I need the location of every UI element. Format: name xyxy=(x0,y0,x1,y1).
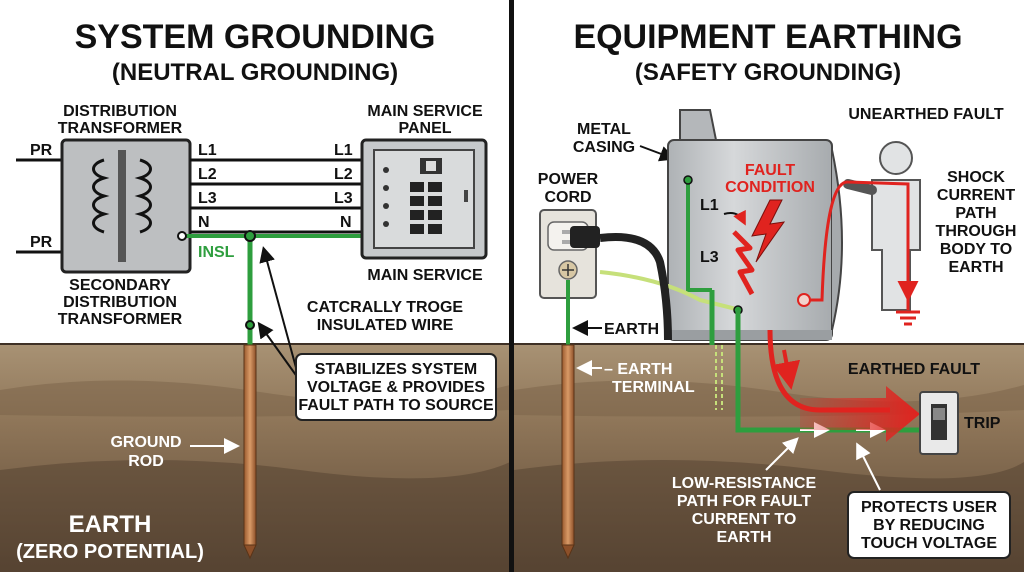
earth-label: EARTH xyxy=(69,511,152,538)
l1-label: L1 xyxy=(700,197,719,214)
line-label-left-l3: L3 xyxy=(198,190,217,207)
transformer-label-2: TRANSFORMER xyxy=(58,120,183,137)
ground-rod-label-1: GROUND xyxy=(110,434,181,451)
secondary-label-3: TRANSFORMER xyxy=(58,311,183,328)
metal-casing-label-2: CASING xyxy=(573,139,635,156)
earth-terminal-label-1: – EARTH xyxy=(604,361,672,378)
left-title: SYSTEM GROUNDING xyxy=(75,18,436,56)
power-cord-label-1: POWER xyxy=(538,171,599,188)
earthed-fault-label: EARTHED FAULT xyxy=(848,361,980,378)
circuit-breaker xyxy=(919,391,959,455)
pr-bottom-label: PR xyxy=(30,234,53,251)
insl-label: INSL xyxy=(198,244,235,261)
svg-text:BY REDUCING: BY REDUCING xyxy=(873,517,985,534)
protects-user-callout: PROTECTS USER BY REDUCING TOUCH VOLTAGE xyxy=(847,491,1011,559)
panel-divider xyxy=(509,0,514,572)
line-label-right-l3: L3 xyxy=(334,190,353,207)
line-label-right-l1: L1 xyxy=(334,142,353,159)
trip-label: TRIP xyxy=(964,415,1001,432)
line-label-left-l2: L2 xyxy=(198,166,217,183)
shock-label-1: SHOCK xyxy=(947,169,1005,186)
line-label-right-l2: L2 xyxy=(334,166,353,183)
l3-label: L3 xyxy=(700,249,719,266)
main-service-label: MAIN SERVICE xyxy=(367,267,483,284)
ground-rod xyxy=(243,344,257,560)
svg-text:PROTECTS USER: PROTECTS USER xyxy=(861,499,997,516)
transformer-label-1: DISTRIBUTION xyxy=(63,103,177,120)
lightning-icon xyxy=(751,199,786,263)
secondary-label-2: DISTRIBUTION xyxy=(63,294,177,311)
distribution-transformer xyxy=(60,138,192,274)
wire-label-2: INSULATED WIRE xyxy=(317,317,454,334)
panel-label-1: MAIN SERVICE xyxy=(367,103,483,120)
pr-top-label: PR xyxy=(30,142,53,159)
shock-label-5: BODY TO xyxy=(940,241,1012,258)
metal-casing-label-1: METAL xyxy=(577,121,631,138)
fault-condition-label-2: CONDITION xyxy=(725,179,815,196)
ground-symbol-icon xyxy=(896,298,920,326)
svg-text:FAULT PATH TO SOURCE: FAULT PATH TO SOURCE xyxy=(298,397,494,414)
low-res-label-3: CURRENT TO xyxy=(692,511,797,528)
left-subtitle: (NEUTRAL GROUNDING) xyxy=(112,59,398,86)
main-service-panel xyxy=(360,138,488,260)
ground-rod-label-2: ROD xyxy=(128,453,164,470)
low-res-label-2: PATH FOR FAULT xyxy=(677,493,811,510)
zero-potential-label: (ZERO POTENTIAL) xyxy=(16,541,204,563)
panel-label-2: PANEL xyxy=(398,120,451,137)
stabilizes-callout: STABILIZES SYSTEM VOLTAGE & PROVIDES FAU… xyxy=(295,353,497,421)
earth-terminal-rod xyxy=(561,344,575,560)
svg-text:VOLTAGE & PROVIDES: VOLTAGE & PROVIDES xyxy=(307,379,485,396)
power-cord xyxy=(599,233,672,341)
plug-icon xyxy=(562,226,600,248)
right-subtitle: (SAFETY GROUNDING) xyxy=(635,59,901,86)
unearthed-fault-label: UNEARTHED FAULT xyxy=(848,106,1003,123)
shock-current-path xyxy=(806,180,919,302)
appliance-metal-casing xyxy=(667,109,843,341)
shock-label-3: PATH xyxy=(955,205,996,222)
shock-label-4: THROUGH xyxy=(936,223,1017,240)
right-title: EQUIPMENT EARTHING xyxy=(573,18,962,56)
svg-text:TOUCH VOLTAGE: TOUCH VOLTAGE xyxy=(861,535,997,552)
fault-current-arrow xyxy=(800,386,920,442)
earth-terminal-label-2: TERMINAL xyxy=(612,379,695,396)
secondary-label-1: SECONDARY xyxy=(69,277,171,294)
wire-label-1: CATCRALLY TROGE xyxy=(307,299,463,316)
earth-wire-label: EARTH xyxy=(604,321,659,338)
fault-condition-label-1: FAULT xyxy=(745,162,796,179)
shock-label-2: CURRENT xyxy=(937,187,1015,204)
shock-label-6: EARTH xyxy=(948,259,1003,276)
svg-text:STABILIZES SYSTEM: STABILIZES SYSTEM xyxy=(315,361,477,378)
fault-spark-icon xyxy=(732,230,755,296)
line-label-right-n: N xyxy=(340,214,352,231)
low-res-label-4: EARTH xyxy=(716,529,771,546)
line-label-left-l1: L1 xyxy=(198,142,217,159)
line-label-left-n: N xyxy=(198,214,210,231)
power-cord-label-2: CORD xyxy=(544,189,591,206)
low-res-label-1: LOW-RESISTANCE xyxy=(672,475,817,492)
